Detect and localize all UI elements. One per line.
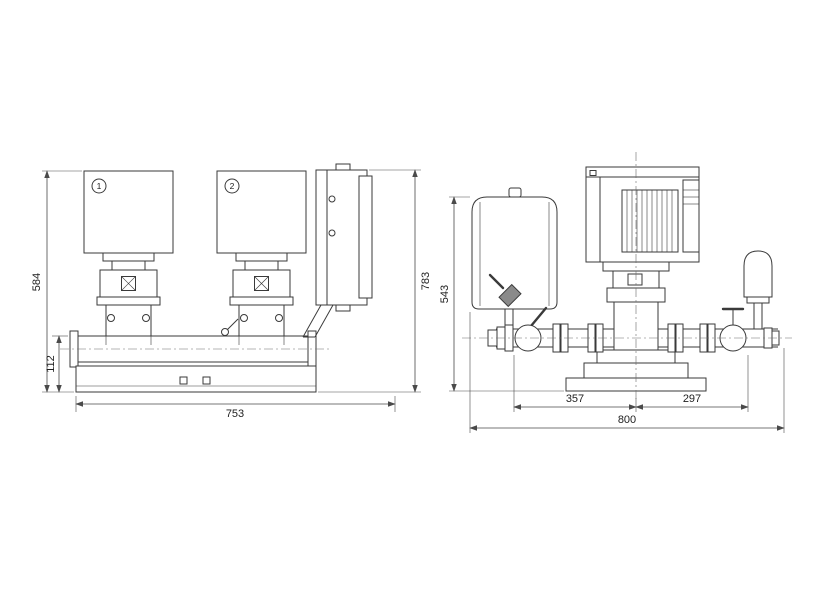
dim-783-label: 783	[420, 272, 432, 290]
front-view: 1 2	[31, 163, 432, 420]
dim-800: 800	[469, 312, 785, 433]
base-side	[565, 362, 707, 392]
pump-1-assembly: 1	[83, 170, 174, 337]
dim-584: 584	[31, 170, 82, 393]
motor-side	[585, 166, 700, 263]
dim-297-label: 297	[683, 393, 701, 405]
dim-783: 783	[318, 169, 432, 393]
dim-753-label: 753	[226, 408, 244, 420]
drain-valve-icon	[221, 328, 229, 336]
motor-vent-icon	[589, 170, 597, 176]
pump-1-tag-label: 1	[97, 181, 102, 191]
pump-2-head	[221, 252, 294, 337]
cabinet-side-panel	[358, 175, 373, 299]
dim-112-label: 112	[45, 355, 57, 373]
suction-discharge-manifold	[60, 330, 330, 368]
dim-800-label: 800	[618, 414, 636, 426]
tank-shell	[471, 196, 558, 310]
control-cabinet	[302, 163, 373, 338]
pump-1-head	[96, 252, 161, 337]
pressure-manager	[743, 250, 773, 329]
dim-584-label: 584	[31, 273, 43, 291]
side-view: 543 357 297 800	[439, 152, 792, 433]
cabinet-hinge-icon	[328, 195, 336, 203]
diaphragm-tank	[471, 187, 558, 330]
tank-air-valve	[508, 187, 522, 198]
pump-2-tag: 2	[224, 178, 240, 194]
dim-112: 112	[45, 335, 68, 393]
front-dimensions: 584 112 753 783	[31, 169, 432, 420]
side-dimensions: 543 357 297 800	[439, 196, 785, 433]
dim-357-label: 357	[566, 393, 584, 405]
motor-cooling-fins	[621, 189, 679, 253]
centerlines	[462, 152, 792, 400]
cabinet-support-bracket	[302, 304, 334, 338]
cabinet-mounting-tab-bottom	[335, 304, 351, 312]
dim-297: 297	[635, 355, 749, 412]
dim-753: 753	[75, 396, 396, 420]
pump-1-tag: 1	[91, 178, 107, 194]
pump-2-tag-label: 2	[230, 181, 235, 191]
terminal-box	[682, 179, 700, 253]
base-frame-front	[75, 365, 317, 393]
dim-543: 543	[439, 196, 564, 392]
cabinet-mounting-tab-top	[335, 163, 351, 171]
motor-housing-side	[585, 166, 700, 263]
pressure-manager-dome	[743, 250, 773, 298]
pump-2-assembly: 2	[216, 170, 307, 337]
valve-lever-icon	[529, 306, 548, 328]
cabinet-hinge-icon	[328, 229, 336, 237]
dim-543-label: 543	[439, 285, 451, 303]
valve-lever-icon	[488, 273, 505, 290]
tank-isolation-valve	[488, 273, 522, 308]
